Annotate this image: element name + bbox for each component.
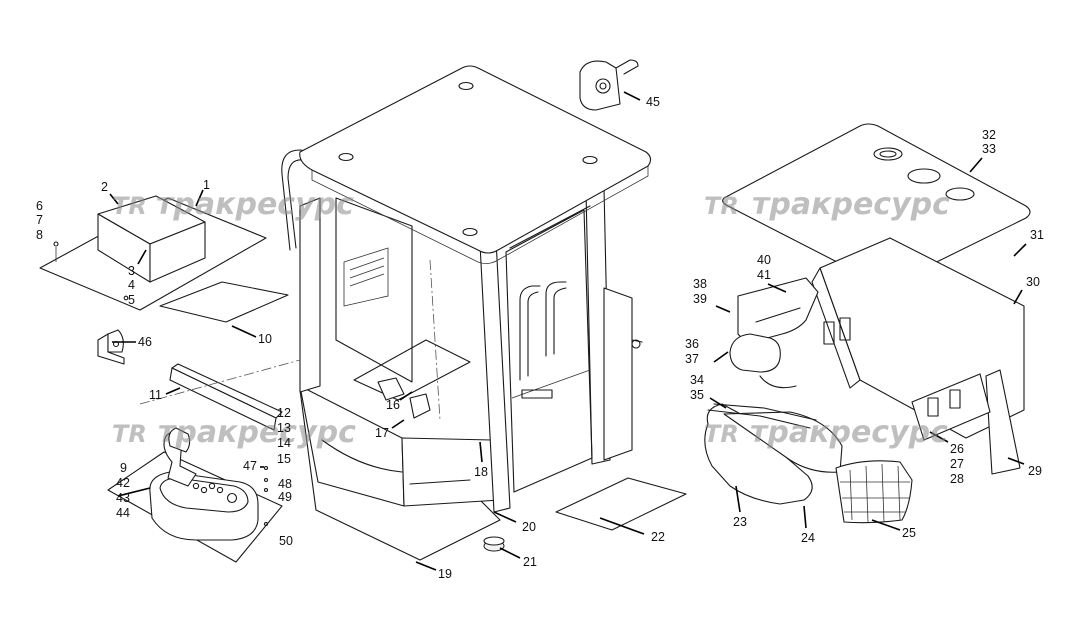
callout-24: 24 [801,531,815,545]
watermark-logo: TR [112,192,147,220]
callout-48: 48 [278,477,292,491]
callout-42: 42 [116,476,130,490]
callout-20: 20 [522,520,536,534]
callout-43: 43 [116,491,130,505]
watermark-middle-left: TR тракресурс [112,415,356,450]
callout-46: 46 [138,335,152,349]
floor-mat-plate [159,281,289,323]
watermark-logo: TR [112,420,147,448]
callout-labels: 1 2 3 4 5 6 7 8 9 10 11 12 13 14 15 16 1… [36,95,1044,581]
callout-27: 27 [950,457,964,471]
callout-16: 16 [386,398,400,412]
cover-rail [169,363,283,431]
callout-17: 17 [375,426,389,440]
callout-8: 8 [36,228,43,242]
callout-22: 22 [651,530,665,544]
callout-3: 3 [128,264,135,278]
callout-13: 13 [277,421,291,435]
callout-45: 45 [646,95,660,109]
watermark-text: тракресурс [752,187,950,222]
callout-38: 38 [693,277,707,291]
callout-11: 11 [149,388,162,402]
bracket-46 [97,329,125,365]
watermark-logo: TR [704,192,739,220]
callout-34: 34 [690,373,704,387]
watermark-text: тракресурс [158,415,356,450]
battery-box-assembly [39,195,267,311]
watermark-top-left: TR тракресурс [112,187,354,222]
callout-4: 4 [128,278,135,292]
watermark-middle-right: TR тракресурс [704,415,948,450]
callout-35: 35 [690,388,704,402]
watermark-text: тракресурс [750,415,948,450]
watermark-top-right: TR тракресурс [704,187,950,222]
callout-19: 19 [438,567,452,581]
interior-trim-assembly [704,123,1031,524]
joystick-console [107,427,283,563]
watermark-text: тракресурс [156,187,354,222]
callout-25: 25 [902,526,916,540]
callout-7: 7 [36,213,43,227]
callout-14: 14 [277,436,291,450]
callout-12: 12 [277,406,291,420]
callout-18: 18 [474,465,488,479]
callout-2: 2 [101,180,108,194]
cab-assembly [139,59,687,561]
callout-44: 44 [116,506,130,520]
leader-lines [109,91,1027,571]
callout-6: 6 [36,199,43,213]
callout-31: 31 [1030,228,1044,242]
callout-1: 1 [203,178,210,192]
callout-21: 21 [523,555,537,569]
callout-47: 47 [243,459,257,473]
callout-23: 23 [733,515,747,529]
callout-37: 37 [685,352,699,366]
callout-40: 40 [757,253,771,267]
callout-29: 29 [1028,464,1042,478]
callout-39: 39 [693,292,707,306]
callout-15: 15 [277,452,291,466]
callout-26: 26 [950,442,964,456]
callout-32: 32 [982,128,996,142]
callout-28: 28 [950,472,964,486]
callout-33: 33 [982,142,996,156]
callout-50: 50 [279,534,293,548]
watermark-logo: TR [704,420,739,448]
callout-49: 49 [278,490,292,504]
callout-9: 9 [120,461,127,475]
callout-41: 41 [757,268,771,282]
callout-30: 30 [1026,275,1040,289]
callout-5: 5 [128,293,135,307]
callout-10: 10 [258,332,272,346]
callout-36: 36 [685,337,699,351]
